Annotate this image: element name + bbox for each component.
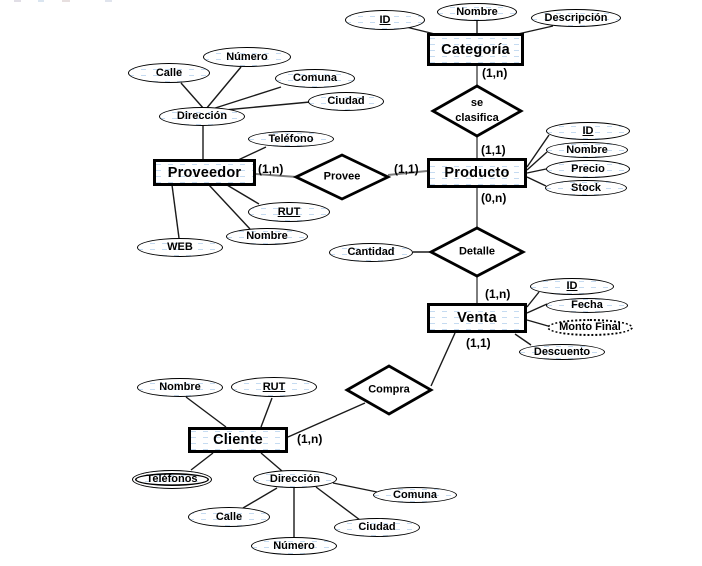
attribute-cliente-nombre: Nombre	[137, 378, 223, 397]
attribute-cliente-calle: Calle	[188, 507, 270, 527]
entity-categoria: Categoría	[427, 33, 524, 66]
attribute-proveedor-telefono: Teléfono	[248, 131, 334, 147]
relationship-se-clasifica	[430, 84, 524, 138]
attribute-cliente-rut: RUT	[231, 377, 317, 397]
entity-cliente: Cliente	[188, 427, 288, 453]
cardinality-categoria-seclasifica: (1,n)	[482, 66, 508, 80]
edge-proveedor-provee	[255, 173, 298, 178]
attribute-proveedor-calle: Calle	[128, 63, 210, 83]
attribute-producto-stock: Stock	[545, 180, 627, 196]
page-edge-artifact	[14, 0, 21, 2]
cardinality-producto-detalle: (0,n)	[481, 191, 507, 205]
attribute-venta-monto-final: Monto Final	[547, 319, 633, 336]
attribute-venta-descuento: Descuento	[519, 344, 605, 360]
attribute-proveedor-nombre: Nombre	[226, 228, 308, 245]
edge-provee-producto	[387, 170, 428, 176]
cardinality-cliente-compra: (1,n)	[297, 432, 323, 446]
cardinality-seclasifica-producto: (1,1)	[481, 143, 506, 157]
attribute-proveedor-comuna: Comuna	[275, 69, 355, 88]
attribute-producto-id: ID	[546, 122, 630, 140]
attribute-detalle-cantidad: Cantidad	[329, 243, 413, 262]
attribute-cliente-ciudad: Ciudad	[334, 518, 420, 537]
attribute-venta-id: ID	[530, 278, 614, 295]
relationship-label-detalle: Detalle	[458, 245, 496, 258]
attribute-cliente-telefonos: Teléfonos	[132, 470, 212, 489]
page-edge-artifact	[38, 0, 44, 2]
edge-venta-compra	[430, 332, 456, 387]
attribute-producto-precio: Precio	[546, 160, 630, 178]
attribute-categoria-id: ID	[345, 10, 425, 30]
attribute-proveedor-rut: RUT	[248, 202, 330, 222]
edge-compra-cliente	[287, 402, 366, 438]
attribute-proveedor-ciudad: Ciudad	[308, 92, 384, 111]
attribute-categoria-descripcion: Descripción	[531, 9, 621, 27]
page-edge-artifact	[62, 0, 70, 2]
cardinality-venta-compra: (1,1)	[466, 336, 491, 350]
relationship-provee	[292, 153, 392, 201]
entity-venta: Venta	[427, 303, 527, 333]
attribute-venta-fecha: Fecha	[546, 298, 628, 313]
attribute-proveedor-web: WEB	[137, 238, 223, 257]
cardinality-provee-producto: (1,1)	[394, 162, 419, 176]
entity-proveedor: Proveedor	[153, 159, 256, 186]
relationship-label-compra: Compra	[368, 383, 410, 396]
cardinality-detalle-venta: (1,n)	[485, 287, 511, 301]
attribute-cliente-comuna: Comuna	[373, 487, 457, 503]
relationship-compra	[344, 364, 434, 416]
attribute-categoria-nombre: Nombre	[437, 3, 517, 21]
attribute-cliente-numero: Número	[251, 537, 337, 555]
attribute-producto-nombre: Nombre	[546, 142, 628, 158]
attribute-cliente-direccion: Dirección	[253, 470, 337, 488]
relationship-detalle	[427, 226, 527, 278]
cardinality-proveedor-provee: (1,n)	[258, 162, 284, 176]
relationship-label-provee: Provee	[323, 170, 361, 183]
relationship-label-se-clasifica: se clasifica	[455, 97, 499, 124]
page-edge-artifact	[105, 0, 112, 2]
attribute-proveedor-direccion: Dirección	[159, 107, 245, 126]
entity-producto: Producto	[427, 158, 527, 188]
attribute-proveedor-numero: Número	[203, 47, 291, 67]
